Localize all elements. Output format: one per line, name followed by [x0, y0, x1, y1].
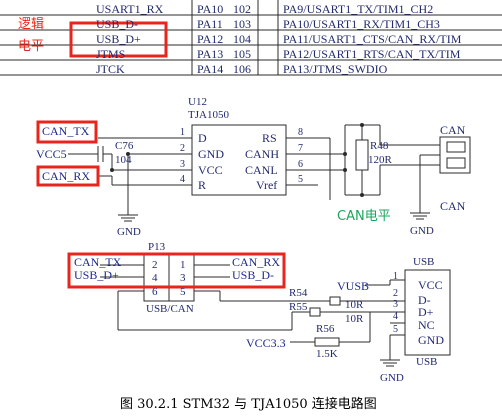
top-row-3-pin: PA12	[197, 32, 224, 46]
usb-pin4-num: 4	[393, 311, 398, 322]
usb-footer: USB	[416, 356, 438, 368]
top-row-1-pin: PA10	[197, 2, 224, 16]
u12-pin7-num: 7	[298, 143, 303, 154]
u12-pin5-num: 5	[298, 174, 303, 185]
p13-net-usb-dm: USB_D-	[232, 268, 275, 282]
usb-pin3-name: D+	[418, 305, 434, 319]
top-row-1-num: 102	[233, 2, 251, 16]
top-row-5-pin: PA14	[197, 62, 224, 76]
usb-pin1-num: 1	[393, 271, 398, 282]
top-row-5-func: PA13/JTMS_SWDIO	[283, 62, 388, 76]
top-row-5-num: 106	[233, 62, 251, 76]
top-row-3-num: 104	[233, 32, 251, 46]
top-row-2-func: PA10/USART1_RX/TIM1_CH3	[283, 17, 440, 31]
u12-pin2-num: 2	[180, 143, 185, 154]
top-row-2-pin: PA11	[197, 17, 223, 31]
u12-pin5-name: Vref	[256, 178, 278, 192]
c76-value: 104	[115, 154, 132, 166]
u12-pin1-name: D	[198, 131, 207, 145]
gnd-label-left: GND	[117, 226, 141, 238]
u12-pin8-num: 8	[298, 127, 303, 138]
top-row-3-func: PA11/USART1_CTS/CAN_RX/TIM	[283, 32, 462, 46]
top-row-1-func: PA9/USART1_TX/TIM1_CH2	[283, 2, 434, 16]
net-can-tx: CAN_TX	[42, 124, 90, 138]
can-connector-label-bottom: CAN	[440, 199, 466, 213]
u12-pin6-num: 6	[298, 159, 303, 170]
u12-ref: U12	[188, 96, 207, 108]
usb-pin4-name: NC	[418, 318, 435, 332]
usb-pin1-name: VCC	[418, 278, 443, 292]
top-row-4-pin: PA13	[197, 47, 224, 61]
u12-pin4-name: R	[198, 178, 207, 192]
top-row-1-net: USART1_RX	[96, 2, 164, 16]
r56-ref: R56	[316, 323, 335, 335]
u12-pin8-name: RS	[262, 131, 277, 145]
p13-label: USB/CAN	[146, 303, 194, 315]
p13-pin-1: 1	[180, 259, 186, 271]
net-can-rx: CAN_RX	[42, 169, 91, 183]
u12-pin4-num: 4	[180, 174, 185, 185]
u12-pin6-name: CANL	[245, 163, 278, 177]
net-vcc33: VCC3.3	[246, 336, 286, 350]
top-row-2-num: 103	[233, 17, 251, 31]
u12-pin7-name: CANH	[245, 147, 280, 161]
p13-net-usb-dp: USB_D+	[74, 268, 119, 282]
top-row-4-net: JTMS	[96, 47, 126, 61]
p13-pin-4: 4	[152, 272, 158, 284]
p13-pin-2: 2	[152, 259, 158, 271]
u12-pin3-name: VCC	[198, 163, 223, 177]
r54-value: 10R	[345, 299, 364, 311]
r48-ref: R48	[370, 140, 389, 152]
usb-title: USB	[413, 256, 435, 268]
u12-pin3-num: 3	[180, 159, 185, 170]
logic-level-note-line2: 电平	[18, 39, 45, 54]
gnd-label-usb: GND	[380, 372, 404, 384]
p13-pin-6: 6	[152, 286, 158, 298]
p13-pin-3: 3	[180, 272, 186, 284]
u12-pin2-name: GND	[198, 147, 224, 161]
top-row-4-num: 105	[233, 47, 251, 61]
c76-ref: C76	[115, 140, 134, 152]
p13-net-can-tx: CAN_TX	[74, 255, 122, 269]
usb-pin2-num: 2	[393, 288, 398, 299]
gnd-label-right: GND	[410, 225, 434, 237]
p13-ref: P13	[148, 241, 166, 253]
r55-ref: R55	[289, 301, 308, 313]
top-row-2-net: USB_D-	[96, 17, 139, 31]
p13-net-can-rx: CAN_RX	[232, 255, 281, 269]
top-row-5-net: JTCK	[96, 62, 125, 76]
r56-value: 1.5K	[316, 348, 338, 360]
usb-pin5-name: GND	[418, 333, 444, 347]
u12-part: TJA1050	[188, 109, 229, 121]
p13-pin-5: 5	[180, 286, 186, 298]
usb-pin3-num: 3	[393, 299, 398, 310]
r55-value: 10R	[345, 313, 364, 325]
net-vcc5: VCC5	[36, 147, 67, 161]
figure-caption: 图 30.2.1 STM32 与 TJA1050 连接电路图	[120, 397, 377, 412]
r54-ref: R54	[289, 287, 308, 299]
can-level-note: CAN电平	[337, 209, 391, 224]
usb-pin5-num: 5	[393, 324, 398, 335]
top-row-4-func: PA12/USART1_RTS/CAN_TX/TIM	[283, 47, 461, 61]
usb-pin2-name: D-	[418, 293, 431, 307]
top-row-3-net: USB_D+	[96, 32, 141, 46]
u12-pin1-num: 1	[180, 127, 185, 138]
can-connector-label-top: CAN	[440, 123, 466, 137]
net-vusb: VUSB	[337, 279, 370, 293]
logic-level-note-line1: 逻辑	[18, 17, 45, 32]
r48-value: 120R	[368, 154, 392, 166]
